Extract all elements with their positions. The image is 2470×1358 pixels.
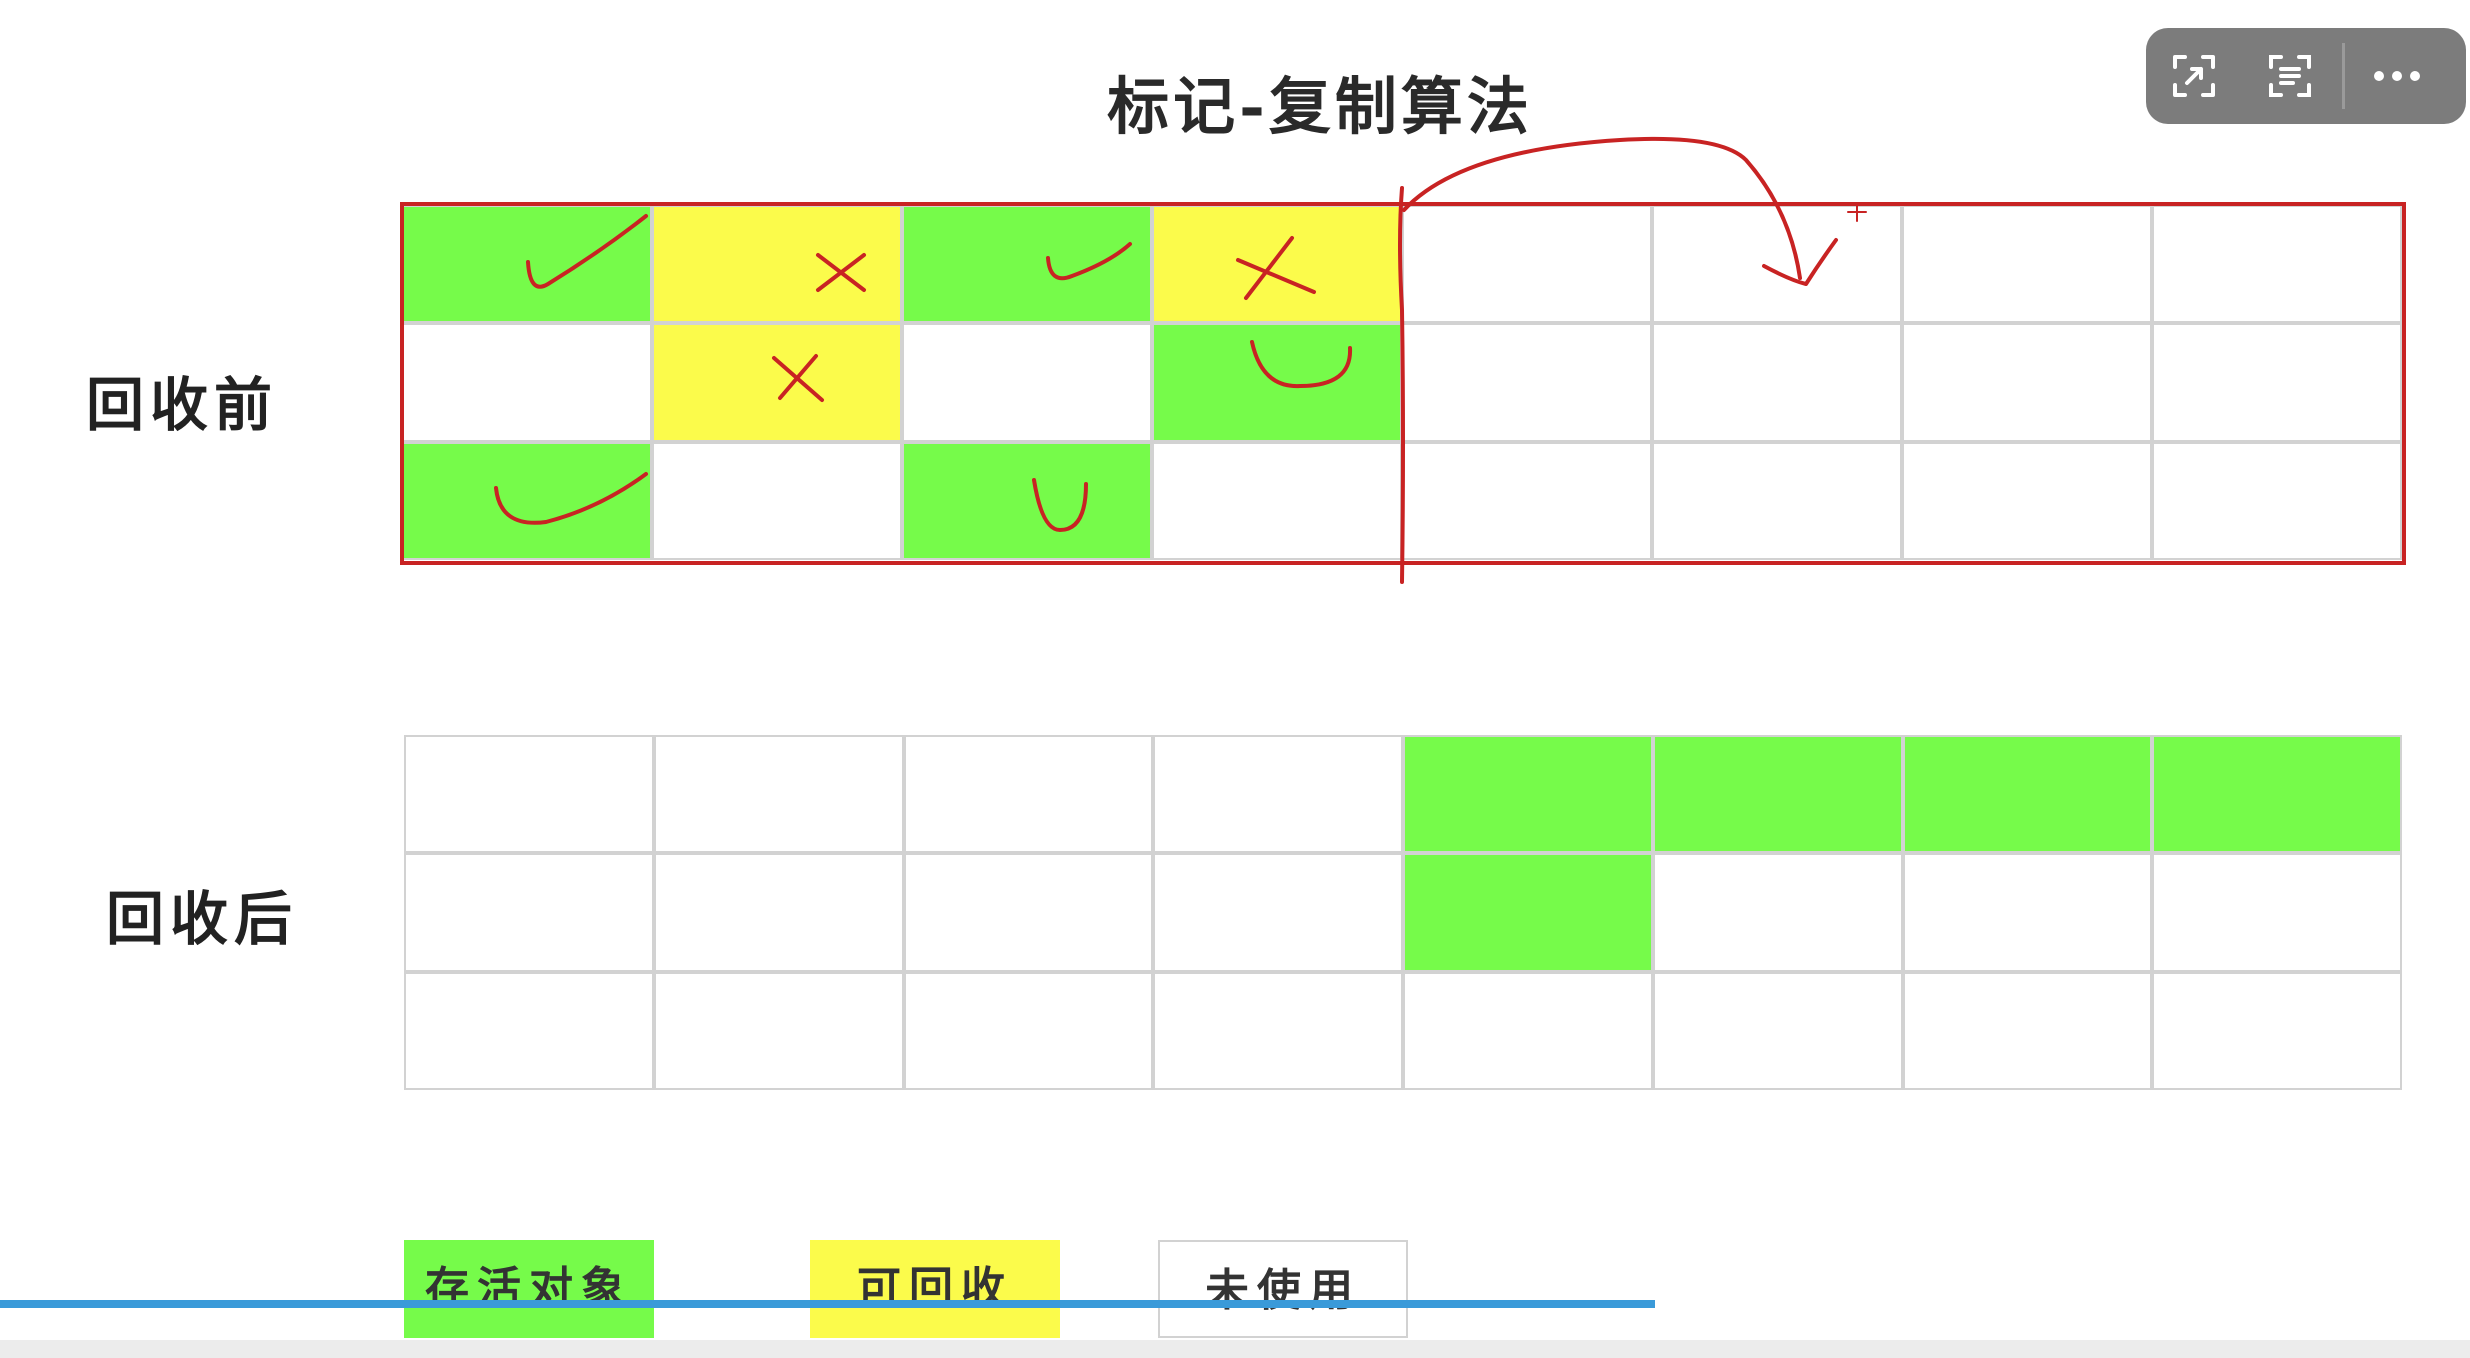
- before-cell-dead: [1152, 205, 1402, 324]
- expand-icon[interactable]: [2146, 28, 2242, 124]
- before-cell-empty: [652, 441, 902, 560]
- move-arrow: [1402, 136, 1802, 280]
- after-cell-empty: [1153, 971, 1403, 1090]
- before-cell-empty: [1902, 323, 2152, 442]
- before-cell-empty: [1902, 441, 2152, 560]
- after-cell-empty: [1902, 971, 2153, 1090]
- after-cell-empty: [903, 853, 1154, 972]
- after-cell-empty: [2152, 971, 2402, 1090]
- label-after: 回收后: [106, 885, 299, 953]
- after-cell-empty: [1153, 853, 1403, 972]
- before-cell-empty: [402, 323, 652, 442]
- diagram-title: 标记-复制算法: [1107, 70, 1533, 143]
- after-cell-empty: [1652, 853, 1903, 972]
- toolbar-separator: [2342, 43, 2345, 109]
- move-arrow-head: [1762, 238, 1838, 286]
- after-cell-empty: [1153, 735, 1403, 854]
- legend-live: 存活对象: [404, 1240, 654, 1338]
- before-cell-empty: [1652, 441, 1902, 560]
- memory-grid-after: [404, 735, 2402, 1090]
- before-cell-empty: [1652, 205, 1902, 324]
- after-cell-empty: [653, 853, 904, 972]
- label-before: 回收前: [86, 371, 279, 439]
- cursor-crosshair: [1847, 202, 1867, 222]
- cross-mark: [772, 354, 824, 402]
- after-cell-live: [1902, 735, 2153, 854]
- after-cell-empty: [1403, 971, 1653, 1090]
- cross-mark: [816, 253, 866, 292]
- after-cell-live: [1403, 853, 1653, 972]
- before-cell-dead: [652, 323, 902, 442]
- before-cell-empty: [1402, 441, 1652, 560]
- divider-line: [1398, 186, 1405, 584]
- check-mark: [1046, 242, 1132, 281]
- more-icon[interactable]: [2349, 28, 2445, 124]
- cross-mark: [1236, 236, 1316, 300]
- after-cell-empty: [903, 971, 1154, 1090]
- after-cell-empty: [1902, 853, 2153, 972]
- before-cell-live: [402, 205, 652, 324]
- after-cell-live: [1652, 735, 1903, 854]
- after-cell-empty: [1652, 971, 1903, 1090]
- before-cell-empty: [902, 323, 1152, 442]
- after-cell-empty: [404, 853, 654, 972]
- before-cell-empty: [2152, 205, 2402, 324]
- check-mark: [1250, 340, 1353, 389]
- memory-grid-before: [402, 205, 2402, 560]
- after-cell-live: [1403, 735, 1653, 854]
- before-cell-empty: [2152, 323, 2402, 442]
- before-cell-live: [902, 205, 1152, 324]
- after-cell-empty: [404, 971, 654, 1090]
- check-mark: [1032, 478, 1088, 532]
- before-cell-live: [902, 441, 1152, 560]
- floating-toolbar: [2146, 28, 2466, 124]
- check-mark: [494, 472, 648, 525]
- before-cell-empty: [1402, 205, 1652, 324]
- video-progress-bar[interactable]: [0, 1300, 1655, 1308]
- after-cell-live: [2152, 735, 2402, 854]
- before-cell-dead: [652, 205, 902, 324]
- after-cell-empty: [653, 735, 904, 854]
- bottom-bar: [0, 1340, 2470, 1358]
- before-cell-empty: [1902, 205, 2152, 324]
- before-cell-empty: [2152, 441, 2402, 560]
- legend-unused: 未使用: [1158, 1240, 1408, 1338]
- before-cell-empty: [1402, 323, 1652, 442]
- after-cell-empty: [903, 735, 1154, 854]
- after-cell-empty: [404, 735, 654, 854]
- before-cell-empty: [1652, 323, 1902, 442]
- after-cell-empty: [2152, 853, 2402, 972]
- text-scan-icon[interactable]: [2242, 28, 2338, 124]
- before-cell-live: [402, 441, 652, 560]
- check-mark: [526, 214, 648, 289]
- legend-reclaimable: 可回收: [810, 1240, 1060, 1338]
- after-cell-empty: [653, 971, 904, 1090]
